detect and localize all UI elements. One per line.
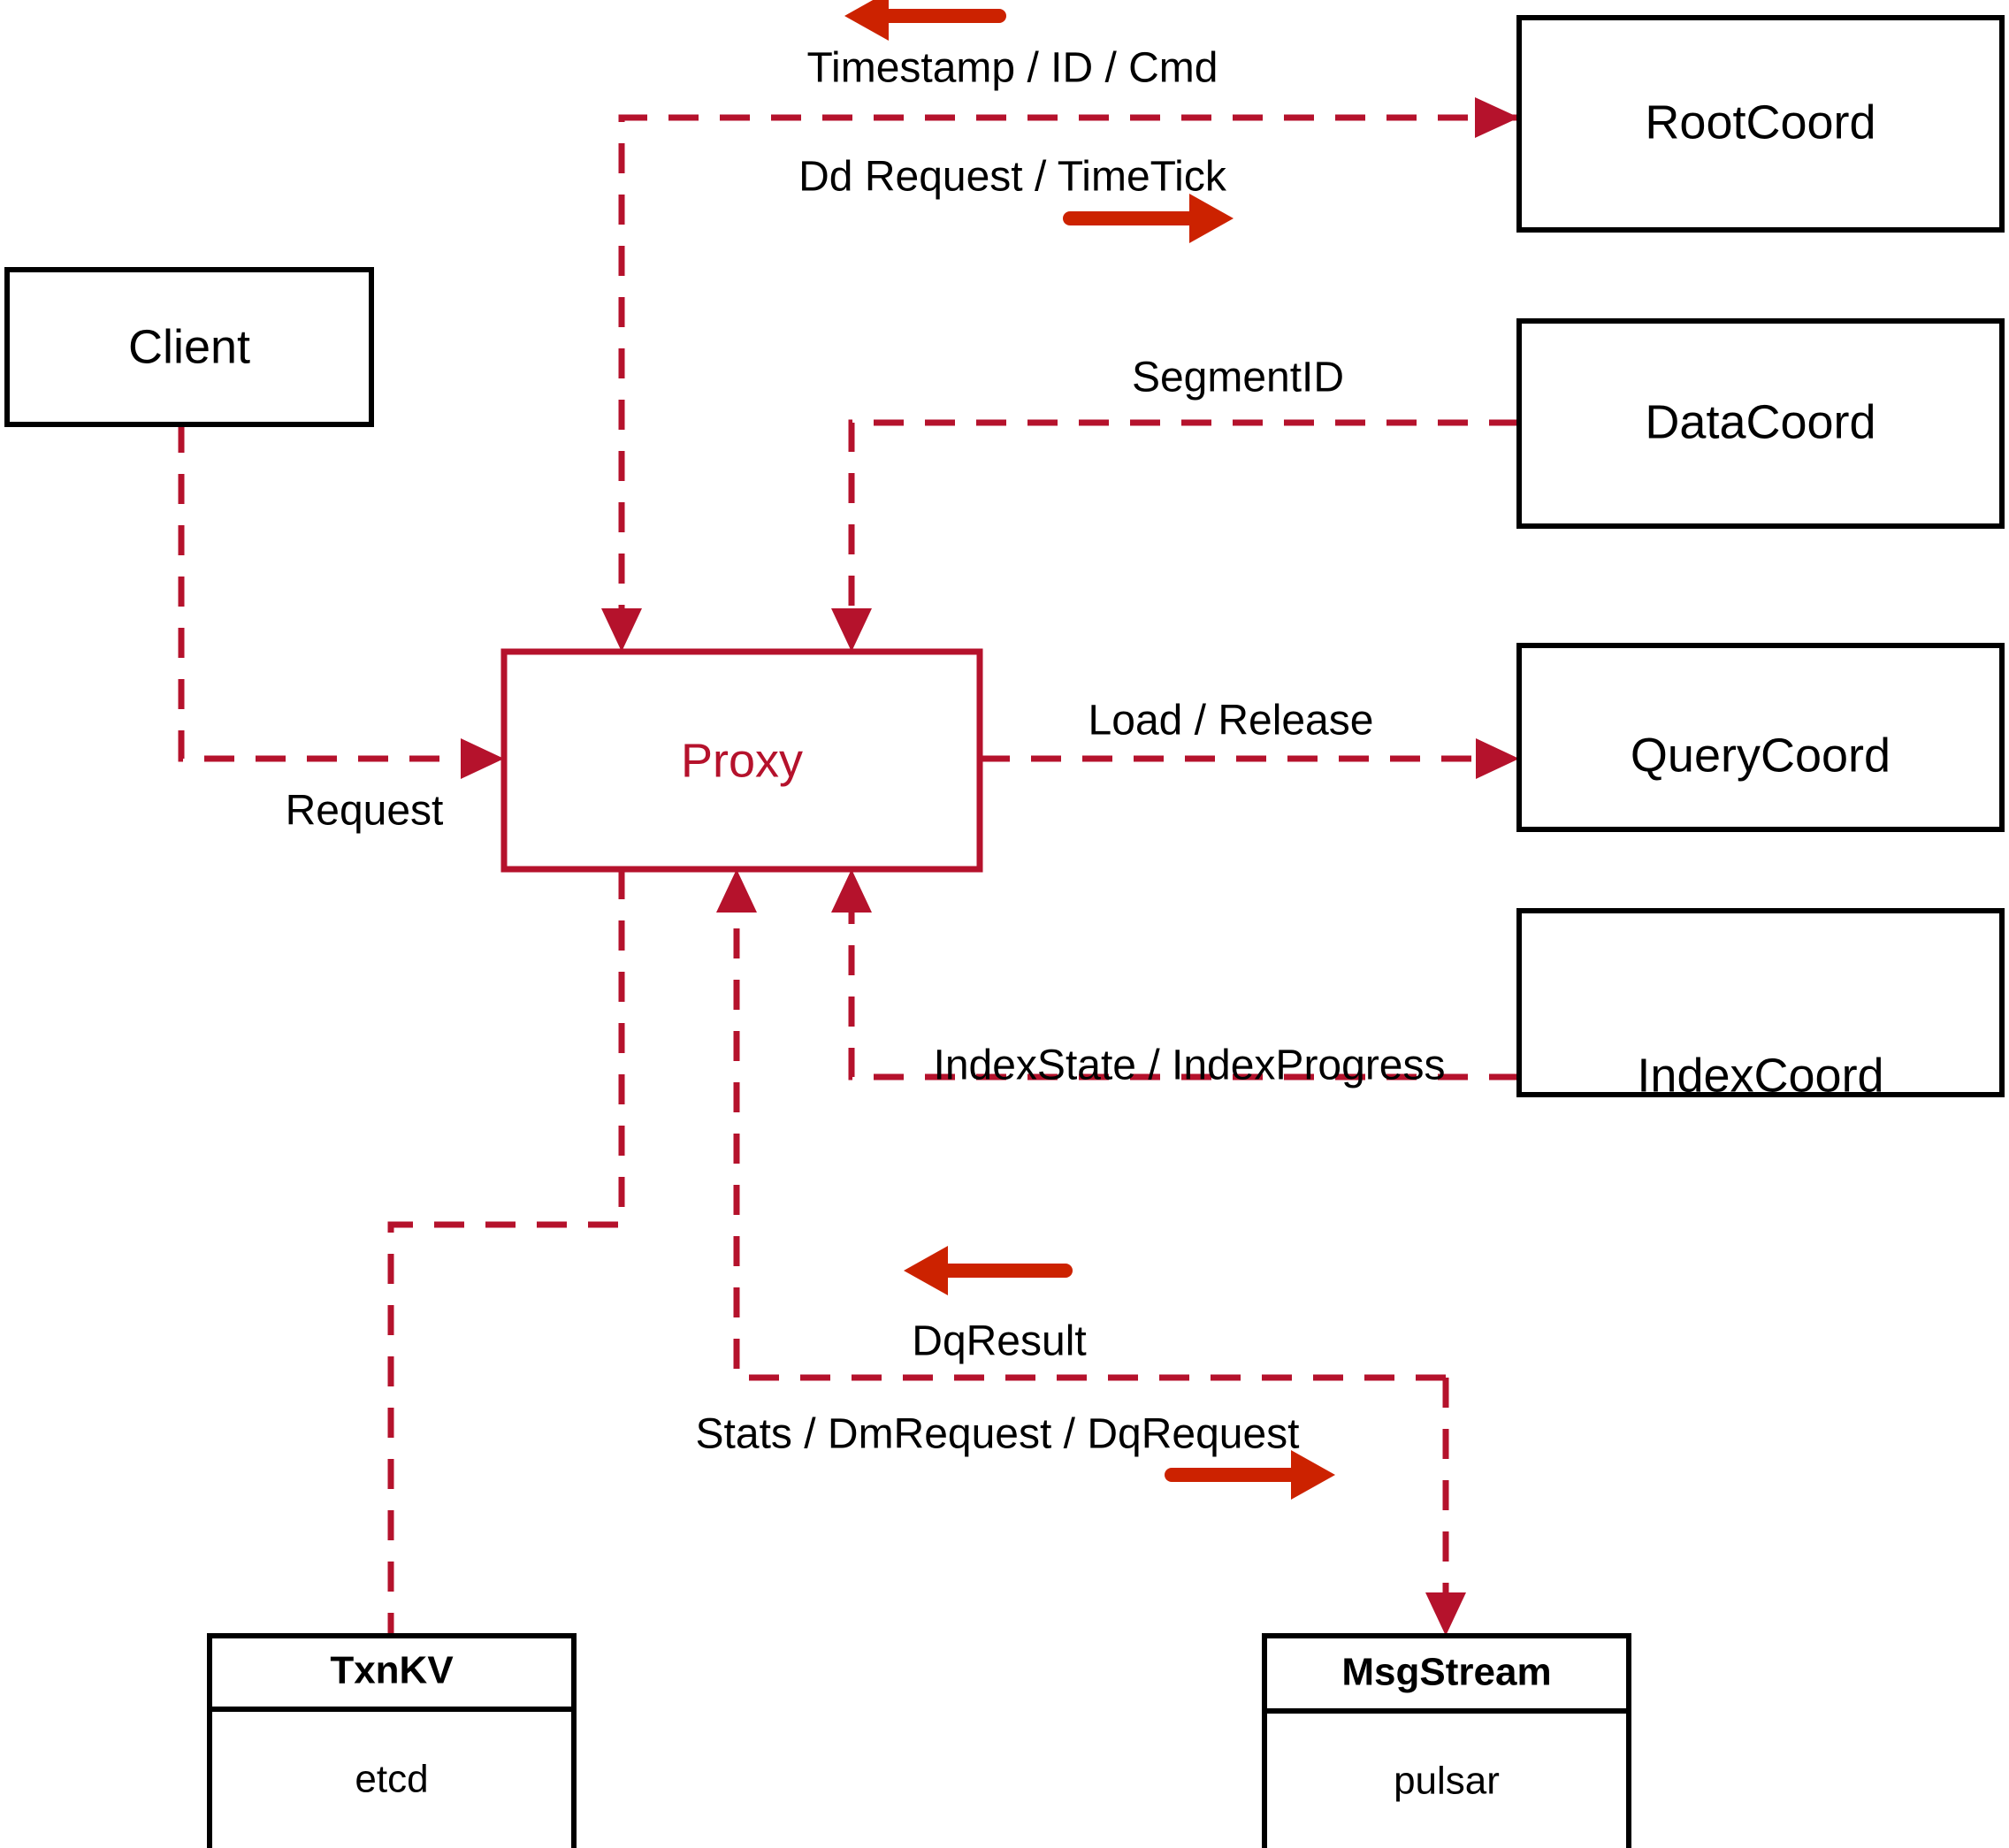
edge-rootcoord-to-proxy: [601, 114, 1519, 652]
edge-label-load-release: Load / Release: [1089, 698, 1374, 745]
edge-label-timestamp: Timestamp / ID / Cmd: [807, 45, 1218, 92]
node-rootcoord-label: RootCoord: [1645, 95, 1875, 149]
direction-arrow-stats-right: [1165, 1450, 1335, 1500]
arrowhead-into-proxy-top-left: [601, 608, 642, 652]
edge-client-to-proxy: [178, 423, 504, 779]
edge-datacoord-to-proxy: [831, 419, 1519, 652]
edge-proxy-to-msgstream: [1425, 1378, 1466, 1636]
edge-label-indexstate: IndexState / IndexProgress: [934, 1042, 1446, 1089]
node-client[interactable]: Client: [4, 267, 374, 427]
arrowhead-into-proxy-bottom-mid: [716, 869, 757, 913]
direction-arrow-timestamp-left: [844, 0, 1006, 41]
node-datacoord-label: DataCoord: [1645, 395, 1875, 448]
node-indexcoord-label: IndexCoord: [1637, 1049, 1883, 1102]
arrowhead-into-rootcoord: [1475, 97, 1519, 138]
node-rootcoord[interactable]: RootCoord: [1516, 15, 2005, 233]
node-querycoord-label: QueryCoord: [1631, 729, 1891, 782]
node-indexcoord[interactable]: IndexCoord: [1516, 908, 2005, 1102]
direction-arrow-dqresult-left: [904, 1246, 1073, 1295]
edge-proxy-to-rootcoord: [1475, 97, 1519, 138]
edge-label-dqresult: DqResult: [912, 1318, 1086, 1365]
edge-label-request: Request: [286, 788, 444, 835]
node-proxy[interactable]: Proxy: [500, 648, 983, 873]
arrowhead-into-proxy-left: [461, 738, 504, 779]
node-proxy-label: Proxy: [681, 734, 803, 787]
edge-label-segmentid: SegmentID: [1132, 355, 1344, 401]
arrowhead-into-proxy-top-right: [831, 608, 872, 652]
arrowhead-into-proxy-bottom-right: [831, 869, 872, 913]
edge-label-ddrequest: Dd Request / TimeTick: [798, 154, 1227, 201]
edge-indexcoord-to-proxy: [831, 869, 1519, 1081]
node-client-label: Client: [128, 320, 250, 373]
node-msgstream-impl: pulsar: [1394, 1760, 1500, 1803]
direction-arrow-ddrequest-right: [1063, 194, 1234, 243]
node-msgstream-title: MsgStream: [1341, 1651, 1551, 1694]
node-msgstream[interactable]: MsgStream pulsar: [1262, 1633, 1631, 1848]
node-datacoord[interactable]: DataCoord: [1516, 318, 2005, 529]
node-txnkv-impl: etcd: [355, 1758, 428, 1801]
arrowhead-into-msgstream: [1425, 1592, 1466, 1636]
edge-proxy-to-querycoord: [980, 738, 1519, 779]
node-txnkv[interactable]: TxnKV etcd: [207, 1633, 577, 1848]
edge-msgstream-to-proxy: [716, 869, 1446, 1381]
edge-label-stats-dm-dq: Stats / DmRequest / DqRequest: [696, 1411, 1300, 1458]
node-querycoord[interactable]: QueryCoord: [1516, 643, 2005, 832]
edge-proxy-to-txnkv: [387, 869, 625, 1636]
node-txnkv-title: TxnKV: [330, 1649, 454, 1692]
arrowhead-into-querycoord: [1476, 738, 1519, 779]
